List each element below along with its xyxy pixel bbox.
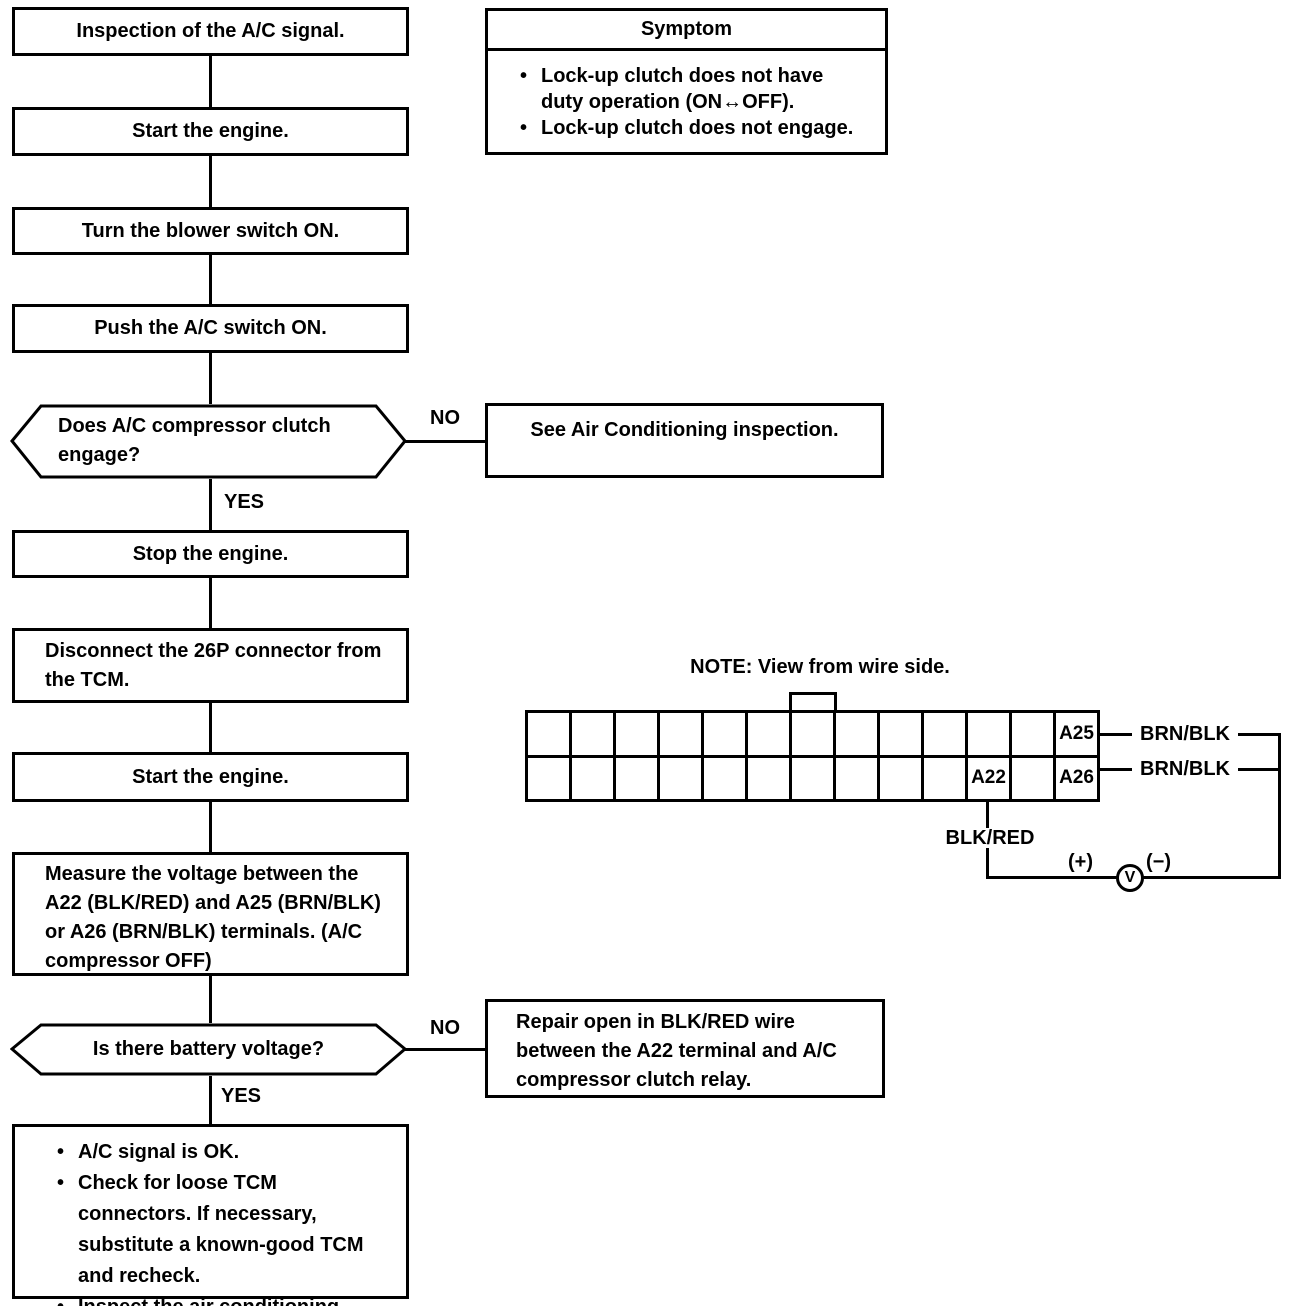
connector-pin-cell (616, 757, 657, 799)
wire-label-blkred: BLK/RED (938, 828, 1042, 848)
connector-pin-cell (1012, 757, 1053, 799)
decision-battery-voltage-text: Is there battery voltage? (92, 1038, 325, 1060)
connector-pin-cell (748, 757, 789, 799)
no-branch-line (405, 1048, 485, 1051)
connector-pin-cell (704, 713, 745, 755)
symptom-item: • Lock-up clutch does not have duty oper… (520, 63, 871, 115)
flow-step-ac-switch-on: Push the A/C switch ON. (12, 304, 409, 353)
connector-pin-cell (924, 757, 965, 799)
flow-line (209, 156, 212, 207)
repair-open-box: Repair open in BLK/RED wire between the … (485, 999, 885, 1098)
connector-pin-cell (528, 757, 569, 799)
flow-line (209, 255, 212, 304)
voltmeter-icon: V (1116, 864, 1144, 892)
decision-compressor-clutch-text: Does A/C compressor clutch engage? (58, 415, 331, 466)
flow-line (209, 479, 212, 530)
result-item-text: A/C signal is OK. (78, 1141, 240, 1163)
connector-pin-cell (836, 757, 877, 799)
flow-step-measure-voltage: Measure the voltage between the A22 (BLK… (12, 852, 409, 976)
wire-label-brnblk-top: BRN/BLK (1132, 724, 1238, 744)
connector-pin-cell (660, 713, 701, 755)
bullet-icon: • (520, 117, 528, 139)
symptom-item: • Lock-up clutch does not engage. (520, 115, 871, 141)
decision-battery-voltage-hexagon: Is there battery voltage? (10, 1023, 407, 1076)
wire-right-vertical-line (1278, 733, 1281, 879)
flow-step-blower-on: Turn the blower switch ON. (12, 207, 409, 255)
flow-line (209, 703, 212, 752)
flow-line (209, 56, 212, 107)
flow-line (209, 578, 212, 628)
symptom-box: Symptom • Lock-up clutch does not have d… (485, 8, 888, 155)
meter-plus-label: (+) (1068, 851, 1093, 873)
wire-label-brnblk-middle: BRN/BLK (1132, 759, 1238, 779)
no-branch-line (405, 440, 485, 443)
connector-pin-cell (528, 713, 569, 755)
no-label: NO (430, 1017, 460, 1039)
voltmeter-label: V (1124, 869, 1136, 886)
see-air-conditioning-box: See Air Conditioning inspection. (485, 403, 884, 478)
connector-pin-grid: A25 A22 A26 (525, 710, 1100, 802)
pin-a22-label: A22 (971, 767, 1006, 789)
flow-line (209, 1076, 212, 1124)
pin-a25: A25 (1056, 713, 1097, 755)
flow-step-title-box: Inspection of the A/C signal. (12, 7, 409, 56)
connector-pin-cell (1012, 713, 1053, 755)
pin-a26-label: A26 (1059, 767, 1094, 789)
symptom-item-text: Lock-up clutch does not engage. (541, 117, 854, 139)
bullet-icon: • (520, 65, 528, 87)
connector-pin-cell (572, 713, 613, 755)
result-item-text: Check for loose TCM connectors. If neces… (78, 1172, 364, 1287)
pin-a25-label: A25 (1059, 722, 1094, 744)
flow-step-stop-engine: Stop the engine. (12, 530, 409, 578)
flow-step-disconnect: Disconnect the 26P connector from the TC… (12, 628, 409, 703)
bullet-icon: • (57, 1172, 65, 1194)
connector-pin-cell (792, 713, 833, 755)
connector-pin-cell (792, 757, 833, 799)
bullet-icon: • (57, 1141, 65, 1163)
yes-label: YES (224, 491, 265, 513)
flow-step-start-engine-1: Start the engine. (12, 107, 409, 156)
connector-pin-cell (572, 757, 613, 799)
result-item-text: Inspect the air conditioning. (78, 1296, 345, 1306)
flow-result-box: • A/C signal is OK. • Check for loose TC… (12, 1124, 409, 1306)
flow-line (209, 802, 212, 852)
connector-pin-cell (968, 713, 1009, 755)
flow-step-start-engine-2: Start the engine. (12, 752, 409, 802)
bullet-icon: • (57, 1292, 64, 1306)
wire-side-note: NOTE: View from wire side. (690, 656, 950, 678)
connector-pin-cell (616, 713, 657, 755)
result-item: • Inspect the air conditioning. (57, 1292, 388, 1306)
pin-a22: A22 (968, 757, 1009, 799)
result-item: • Check for loose TCM connectors. If nec… (57, 1168, 388, 1292)
connector-pin-cell (748, 713, 789, 755)
connector-pin-cell (836, 713, 877, 755)
result-item: • A/C signal is OK. (57, 1137, 388, 1168)
connector-pin-cell (924, 713, 965, 755)
connector-pin-cell (880, 713, 921, 755)
symptom-title: Symptom (488, 11, 885, 51)
meter-minus-label: (−) (1146, 851, 1171, 873)
flow-line (209, 976, 212, 1023)
no-label: NO (430, 407, 460, 429)
pin-a26: A26 (1056, 757, 1097, 799)
yes-label: YES (221, 1085, 262, 1107)
decision-compressor-clutch-hexagon: Does A/C compressor clutch engage? (10, 404, 407, 479)
connector-pin-cell (880, 757, 921, 799)
flow-line (209, 353, 212, 404)
symptom-item-text: Lock-up clutch does not have duty operat… (541, 65, 824, 113)
connector-pin-cell (704, 757, 745, 799)
connector-pin-cell (660, 757, 701, 799)
